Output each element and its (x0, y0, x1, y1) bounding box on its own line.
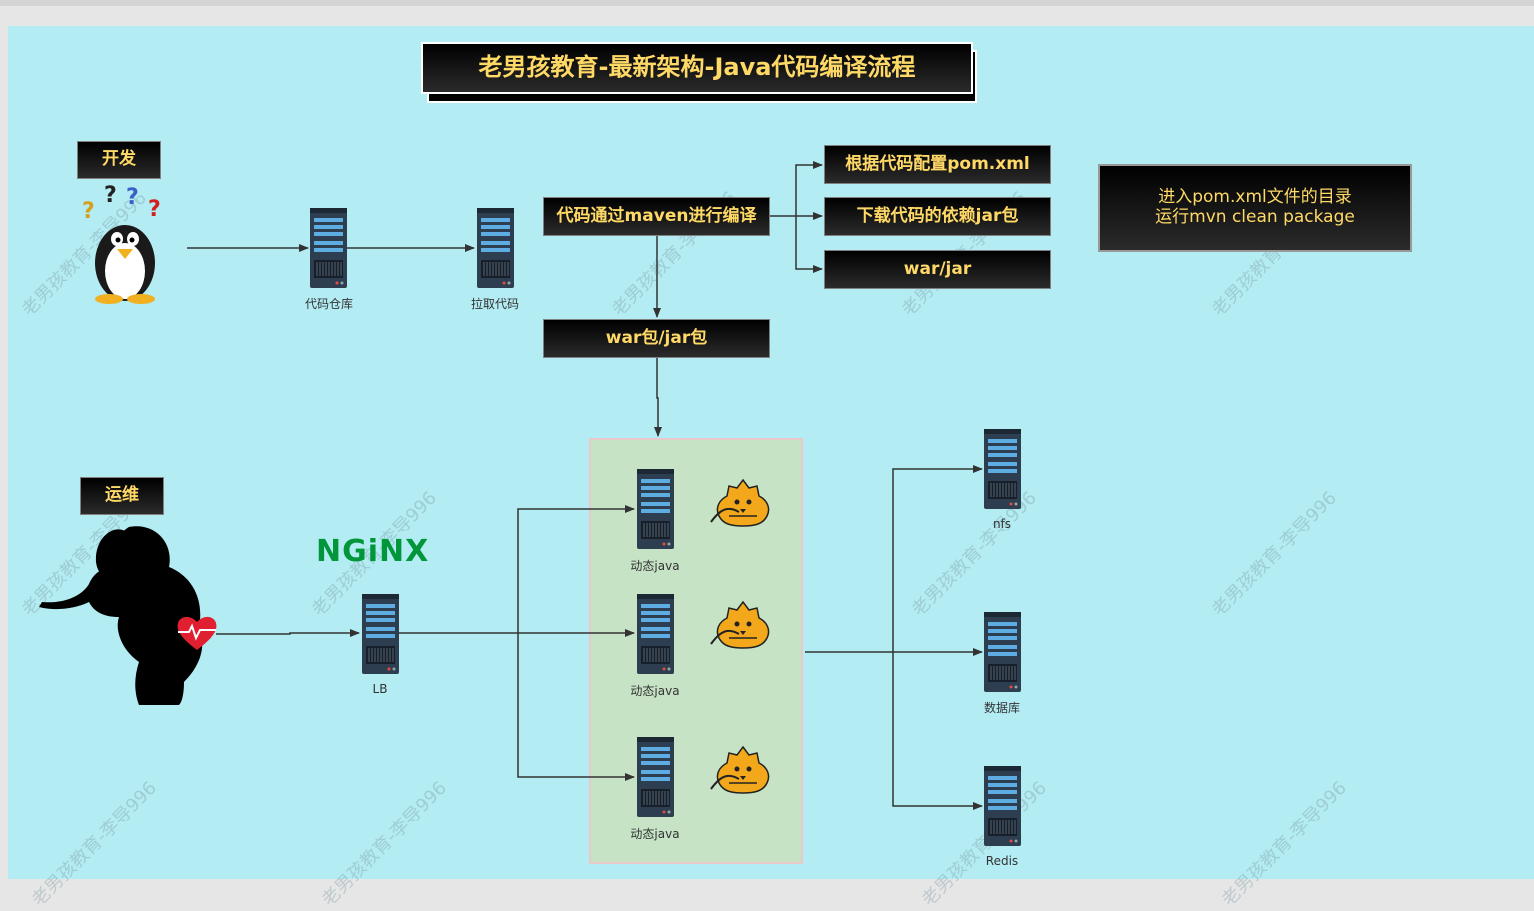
server-icon[interactable] (984, 429, 1021, 509)
woman-silhouette-icon (34, 522, 209, 707)
server-icon[interactable] (637, 594, 674, 674)
server-icon[interactable] (362, 594, 399, 674)
linux-penguin-icon: ? ? ? ? (80, 183, 165, 305)
server-icon[interactable] (477, 208, 514, 288)
compile-box[interactable]: 代码通过maven进行编译 (543, 197, 770, 236)
note-box[interactable]: 进入pom.xml文件的目录 运行mvn clean package (1098, 164, 1412, 252)
server-label: 数据库 (983, 701, 1020, 715)
server-icon[interactable] (637, 737, 674, 817)
server-icon[interactable] (984, 766, 1021, 846)
deps-box[interactable]: 下载代码的依赖jar包 (824, 197, 1051, 236)
question-marks-icon: ? (126, 185, 139, 210)
tomcat-icon (709, 745, 777, 799)
top-strip (0, 0, 1534, 6)
warjar-box[interactable]: war/jar (824, 250, 1051, 289)
package-box[interactable]: war包/jar包 (543, 319, 770, 358)
server-label: nfs (992, 517, 1012, 531)
connector-lines (187, 161, 983, 810)
tomcat-icon (709, 478, 777, 532)
question-marks-icon: ? (104, 183, 117, 208)
pom-box[interactable]: 根据代码配置pom.xml (824, 145, 1051, 184)
question-marks-icon: ? (82, 199, 95, 224)
server-label: 动态java (630, 684, 680, 698)
server-label: 动态java (630, 559, 680, 573)
dev-label: 开发 (77, 141, 161, 179)
server-label: LB (372, 682, 388, 696)
page-title: 老男孩教育-最新架构-Java代码编译流程 (421, 42, 973, 94)
question-marks-icon: ? (148, 197, 161, 222)
server-icon[interactable] (984, 612, 1021, 692)
server-label: 代码仓库 (304, 297, 353, 311)
heart-icon (176, 614, 218, 652)
nginx-logo: NGiNX (316, 534, 430, 569)
ops-label: 运维 (80, 477, 164, 515)
server-icon[interactable] (310, 208, 347, 288)
server-icon[interactable] (637, 469, 674, 549)
server-label: 动态java (630, 827, 680, 841)
server-label: Redis (985, 854, 1019, 868)
server-label: 拉取代码 (470, 297, 519, 311)
tomcat-icon (709, 600, 777, 654)
